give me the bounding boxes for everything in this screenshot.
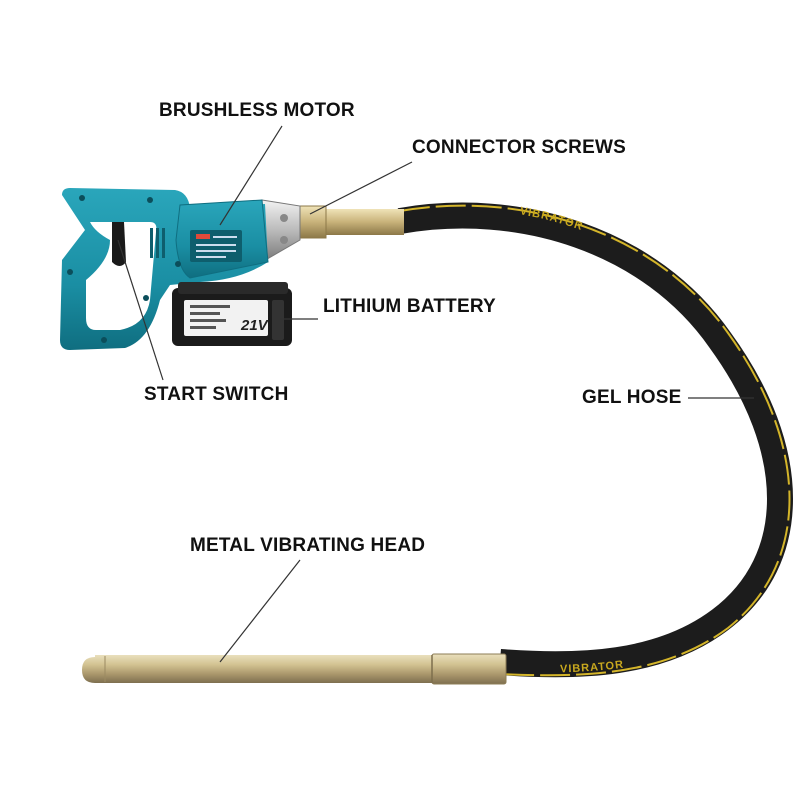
label-start-switch: START SWITCH — [144, 384, 289, 405]
hose-marking-bottom: VIBRATOR — [560, 659, 625, 676]
label-connector-screws: CONNECTOR SCREWS — [412, 137, 626, 158]
label-lithium-battery: LITHIUM BATTERY — [323, 296, 496, 317]
leader-brushless-motor — [219, 125, 283, 226]
coupling-tube — [299, 205, 404, 239]
label-metal-vibrating-head: METAL VIBRATING HEAD — [190, 535, 426, 556]
leader-lines — [117, 125, 754, 663]
leader-metal-vibrating-head — [219, 559, 301, 663]
battery-pack: 21V — [172, 282, 292, 346]
label-brushless-motor: BRUSHLESS MOTOR — [159, 100, 355, 121]
gel-hose: VIBRATOR VIBRATOR — [397, 202, 793, 678]
label-gel-hose: GEL HOSE — [582, 387, 682, 408]
battery-voltage: 21V — [240, 317, 270, 334]
leader-connector-screws — [309, 161, 413, 215]
vibrating-head-shape — [82, 653, 507, 685]
leader-start-switch — [117, 239, 164, 381]
connector-screws-shape — [261, 199, 301, 263]
